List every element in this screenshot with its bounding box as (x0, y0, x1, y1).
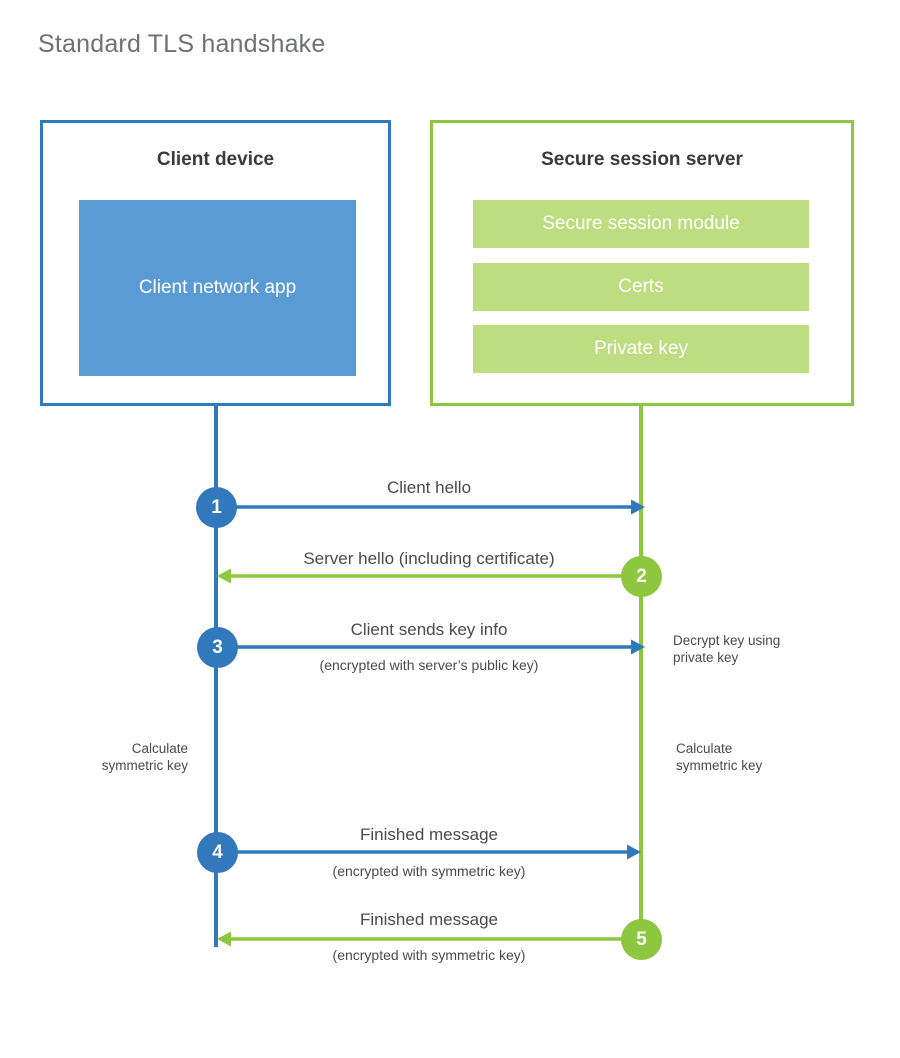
arrow-step-3 (216, 639, 645, 655)
step-marker-3: 3 (197, 627, 238, 668)
secure-session-server-title: Secure session server (541, 149, 743, 170)
server-lifeline (639, 403, 643, 944)
step-3-primary-label: Client sends key info (350, 620, 508, 639)
server-component-certs: Certs (473, 263, 809, 311)
step-3-secondary-label: (encrypted with server’s public key) (319, 657, 539, 673)
step-number: 1 (211, 496, 222, 518)
server-component-label: Certs (618, 276, 664, 297)
step-1-primary-label: Client hello (386, 478, 472, 497)
step-marker-5: 5 (621, 919, 662, 960)
arrow-step-5 (217, 931, 642, 947)
annotation-server-calculate-symmetric-key: Calculate symmetric key (676, 741, 763, 773)
page-title: Standard TLS handshake (38, 30, 326, 58)
step-5-primary-label: Finished message (360, 910, 498, 929)
secure-session-server-box: Secure session server Secure session mod… (430, 120, 854, 406)
server-component-label: Secure session module (542, 213, 740, 234)
server-component-label: Private key (594, 338, 688, 359)
client-network-app-block: Client network app (79, 200, 356, 376)
client-lifeline (214, 403, 218, 947)
client-network-app-label: Client network app (138, 277, 297, 298)
step-marker-4: 4 (197, 832, 238, 873)
server-component-private-key: Private key (473, 325, 809, 373)
client-device-title: Client device (156, 149, 275, 170)
step-number: 2 (636, 565, 647, 587)
annotation-server-decrypt: Decrypt key using private key (673, 633, 781, 665)
client-device-box: Client device Client network app (40, 120, 391, 406)
arrow-step-1 (216, 499, 645, 515)
step-4-secondary-label: (encrypted with symmetric key) (332, 863, 526, 879)
step-number: 3 (212, 636, 223, 658)
arrow-step-4 (216, 844, 641, 860)
annotation-client-calculate-symmetric-key: Calculate symmetric key (101, 741, 188, 773)
step-marker-1: 1 (196, 487, 237, 528)
step-number: 4 (212, 841, 223, 863)
step-number: 5 (636, 928, 647, 950)
step-marker-2: 2 (621, 556, 662, 597)
server-component-secure-session-module: Secure session module (473, 200, 809, 248)
step-4-primary-label: Finished message (360, 825, 498, 844)
step-2-primary-label: Server hello (including certificate) (303, 549, 555, 568)
step-5-secondary-label: (encrypted with symmetric key) (332, 947, 526, 963)
arrow-step-2 (217, 568, 642, 584)
